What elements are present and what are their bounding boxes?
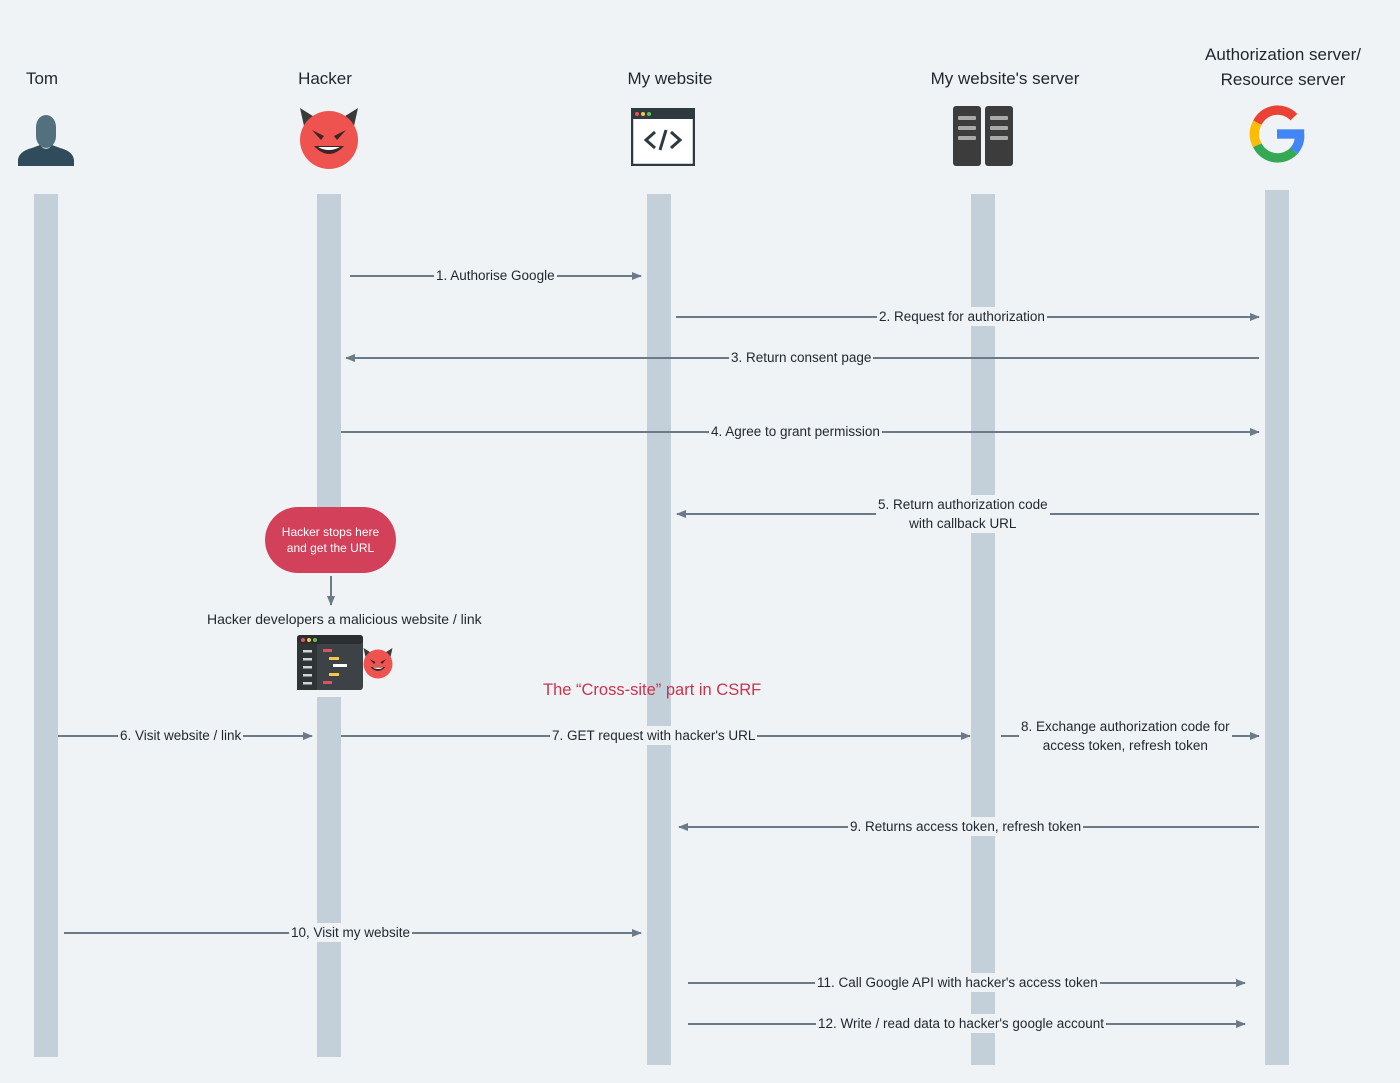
message-label-10: 10, Visit my website — [289, 923, 413, 942]
message-label-1: 1. Authorise Google — [434, 266, 557, 285]
code-window-icon — [631, 108, 695, 166]
server-rack-icon — [953, 106, 1013, 166]
devil-emoji-icon — [363, 648, 393, 679]
lifeline-auth — [1265, 190, 1289, 1065]
user-icon — [18, 114, 74, 166]
google-logo-icon — [1249, 105, 1305, 163]
actor-label-auth: Authorization server/ Resource server — [1205, 45, 1361, 89]
message-label-5: 5. Return authorization code with callba… — [876, 495, 1050, 533]
actor-label-server: My website's server — [930, 69, 1080, 88]
csrf-annotation: The “Cross-site” part in CSRF — [543, 681, 762, 699]
hacker-stop-note-text: Hacker stops here and get the URL — [281, 525, 380, 555]
message-label-6: 6. Visit website / link — [118, 726, 244, 745]
message-label-8: 8. Exchange authorization code for acces… — [1019, 717, 1232, 755]
message-label-12: 12. Write / read data to hacker's google… — [816, 1014, 1106, 1033]
actor-label-tom: Tom — [25, 69, 59, 88]
lifeline-hacker-upper — [317, 194, 341, 508]
devil-face-icon — [300, 108, 358, 169]
lifeline-hacker-lower — [317, 697, 341, 1057]
message-label-4: 4. Agree to grant permission — [709, 422, 882, 441]
actor-label-hacker: Hacker — [298, 69, 352, 88]
message-label-2: 2. Request for authorization — [877, 307, 1047, 326]
hacker-develops-caption: Hacker developers a malicious website / … — [207, 611, 482, 627]
message-label-11: 11. Call Google API with hacker's access… — [815, 973, 1100, 992]
lifeline-website — [647, 194, 671, 1065]
code-editor-icon — [297, 635, 363, 690]
lifeline-server — [971, 194, 995, 1065]
message-label-3: 3. Return consent page — [729, 348, 874, 367]
message-label-7: 7. GET request with hacker's URL — [550, 726, 758, 745]
hacker-stop-note: Hacker stops here and get the URL — [265, 507, 396, 573]
actor-label-website: My website — [627, 69, 713, 88]
lifeline-tom — [34, 194, 58, 1057]
message-label-9: 9. Returns access token, refresh token — [848, 817, 1084, 836]
